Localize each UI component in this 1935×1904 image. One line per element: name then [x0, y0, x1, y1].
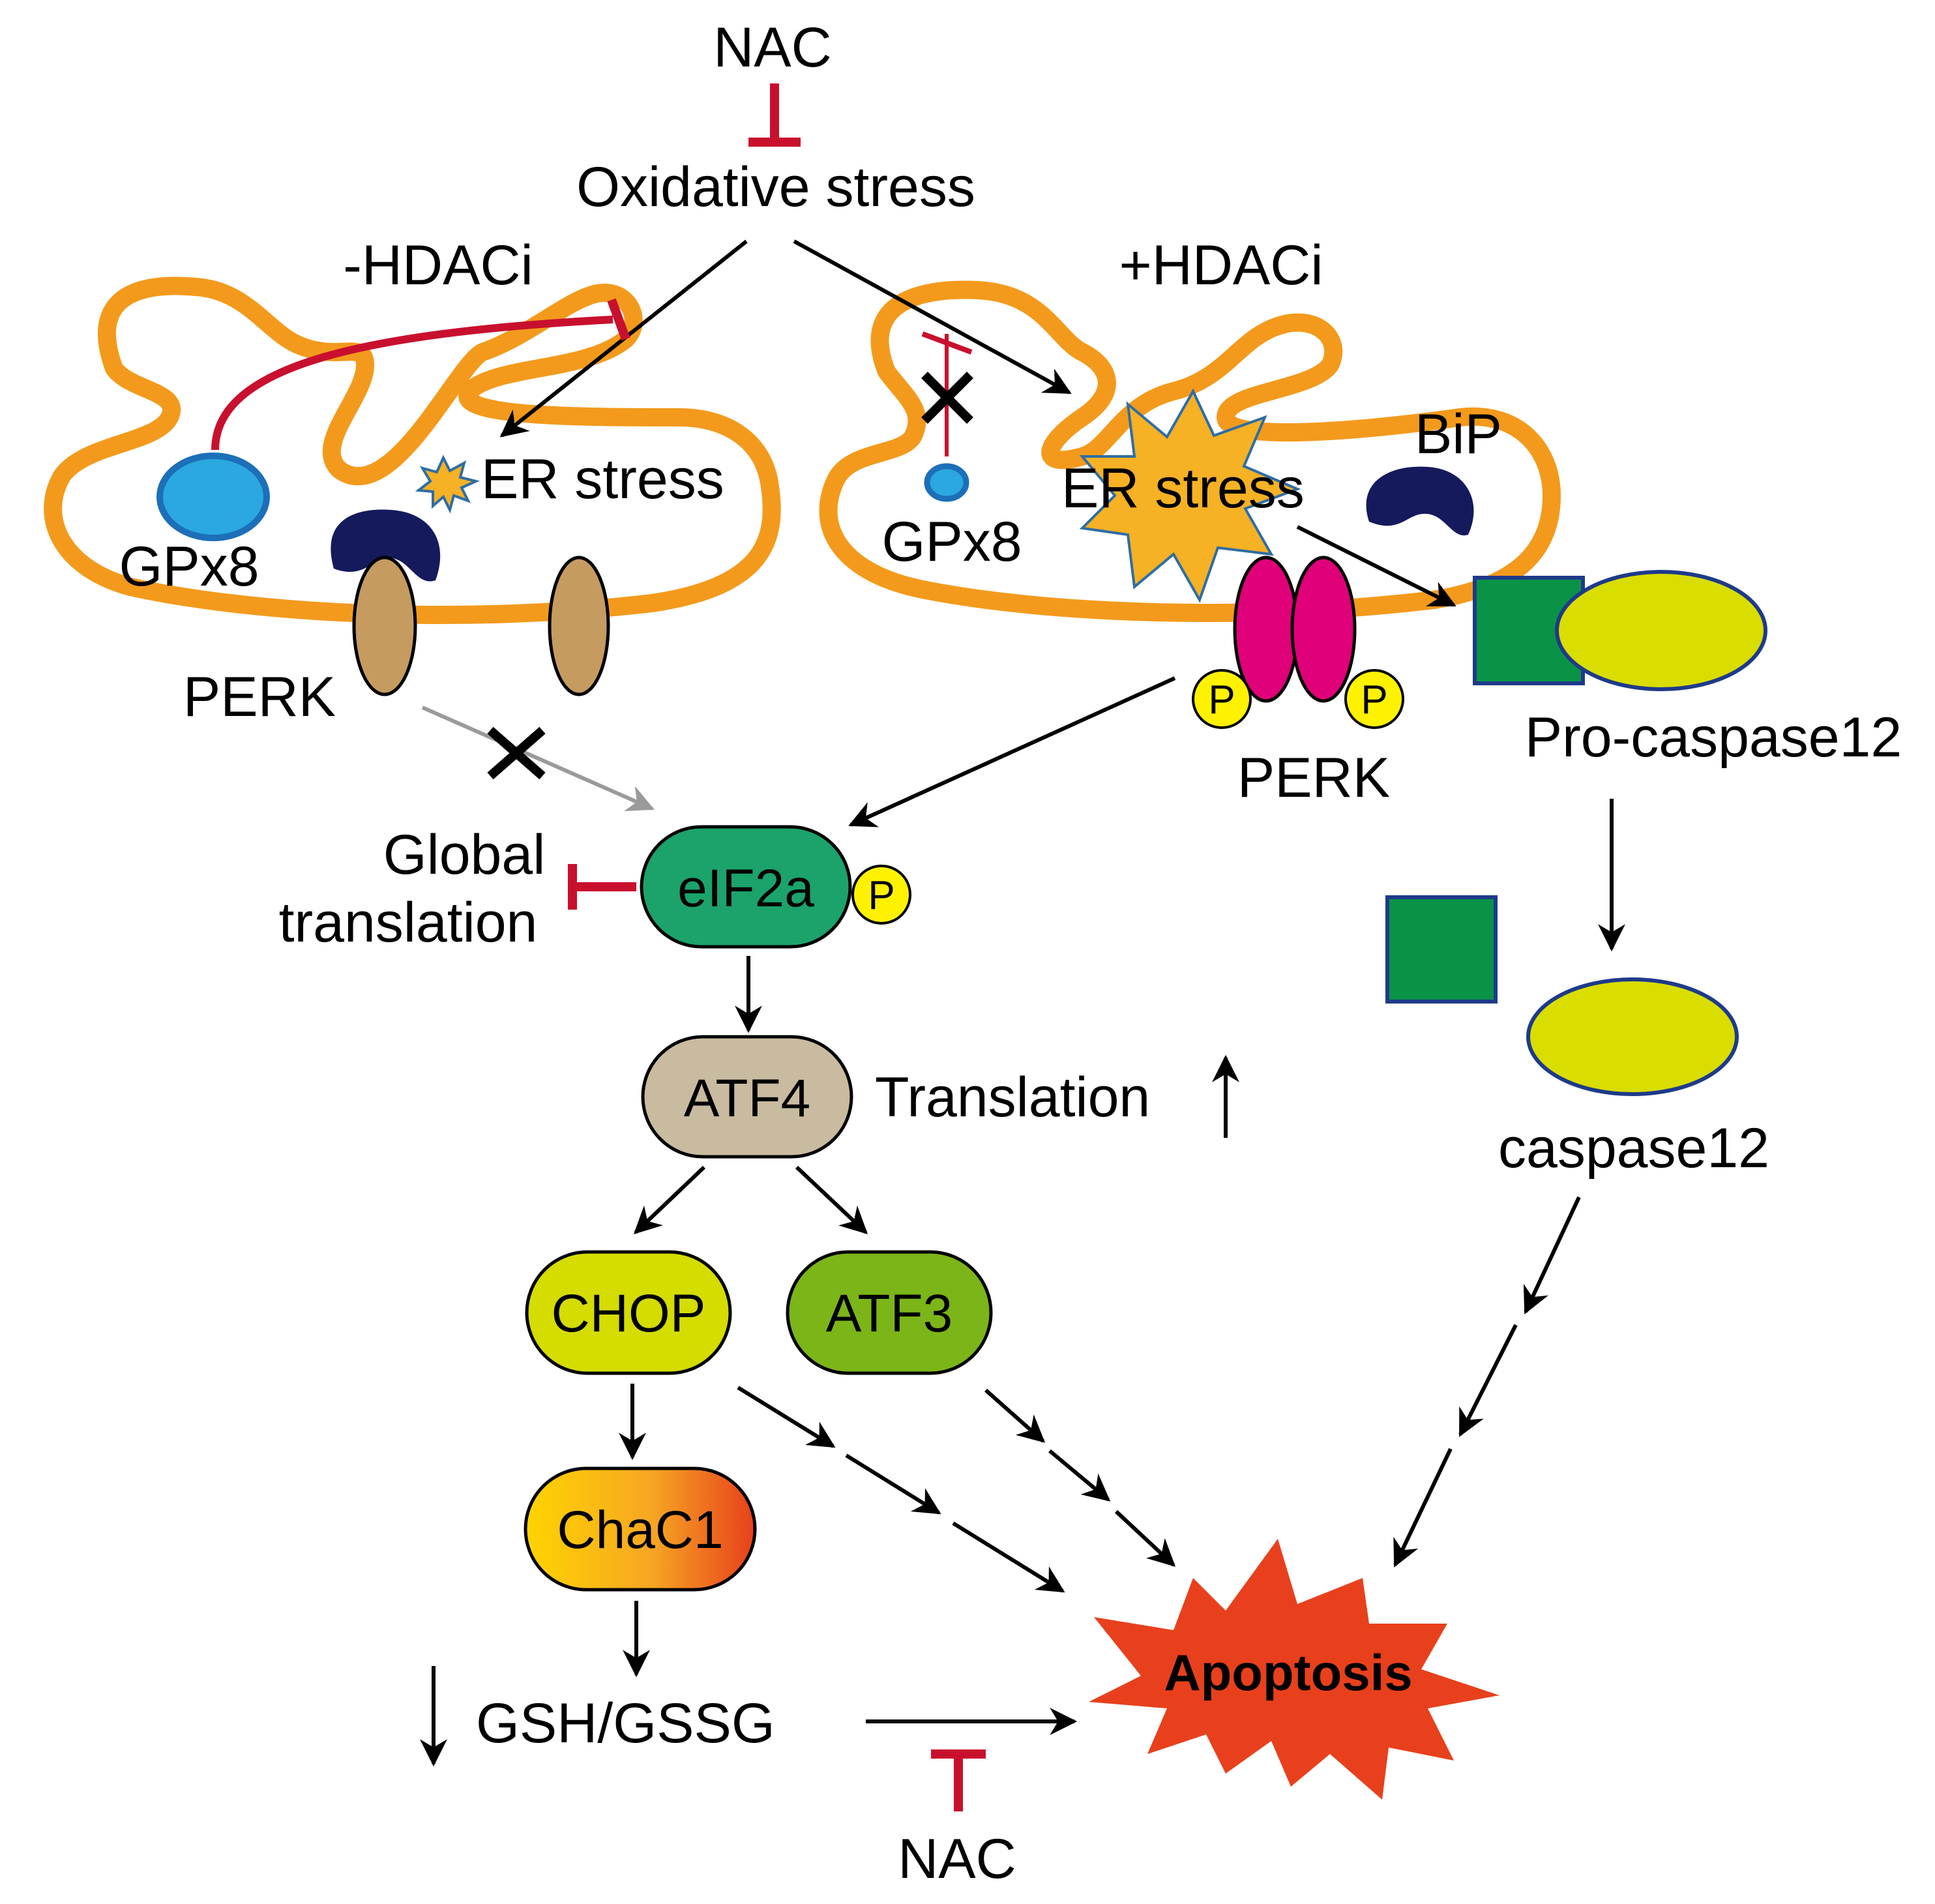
- chop-to-apoptosis-arrows: [737, 1386, 1065, 1593]
- atf4-node: [641, 1035, 853, 1159]
- block-cross-left: [487, 726, 546, 780]
- apoptosis-label: Apoptosis: [1164, 1644, 1412, 1701]
- chac1-label: ChaC1: [557, 1500, 723, 1560]
- caspase-fragment-square: [1385, 895, 1498, 1004]
- chop-label: CHOP: [552, 1284, 706, 1343]
- procaspase12-label: Pro-caspase12: [1525, 706, 1902, 769]
- nac-top-label: NAC: [713, 16, 832, 79]
- perk-right-phospho-2: P: [1344, 669, 1404, 729]
- gpx8-left-shape: [156, 453, 270, 541]
- arrow-atf4-to-atf3: [795, 1165, 868, 1234]
- perk-right-label: PERK: [1237, 747, 1390, 809]
- atf3-to-apoptosis-arrows: [984, 1388, 1176, 1567]
- perk-right-2: [1290, 556, 1357, 703]
- nac-bottom-label: NAC: [898, 1828, 1016, 1890]
- arrow-perk-left-blocked: [421, 706, 655, 811]
- chac1-node: [524, 1466, 757, 1592]
- gpx8-right-label: GPx8: [881, 511, 1022, 573]
- er-stress-star-right: [1079, 388, 1301, 603]
- translation-label: Translation: [875, 1066, 1150, 1129]
- caspase12-to-apoptosis-arrows: [1393, 1196, 1581, 1568]
- caspase12-label: caspase12: [1498, 1117, 1769, 1180]
- arrow-atf4-to-chop: [633, 1165, 706, 1234]
- bip-label: BiP: [1415, 403, 1502, 466]
- arrow-perk-right-to-eif2a: [848, 676, 1176, 827]
- perk-left-1: [352, 556, 417, 696]
- perk-left-2: [548, 556, 610, 696]
- chop-node: [525, 1250, 732, 1375]
- arrow-er-stress-to-procaspase: [1296, 525, 1456, 607]
- atf4-label: ATF4: [684, 1069, 810, 1128]
- global-translation-line2: translation: [279, 891, 538, 954]
- eif2a-label: eIF2a: [677, 859, 814, 918]
- global-translation-inhibition: [568, 864, 636, 910]
- arrow-ox-to-er-right: [793, 239, 1072, 394]
- eif2a-node: [640, 825, 852, 949]
- svg-text:P: P: [1361, 677, 1387, 722]
- global-translation-line1: Global: [383, 824, 546, 886]
- gpx8-inhibition-bar-left: [607, 298, 630, 341]
- minus-hdaci-label: -HDACi: [343, 234, 533, 297]
- gsh-gssg-label: GSH/GSSG: [476, 1692, 775, 1755]
- procaspase-ellipse: [1555, 570, 1767, 691]
- oxidative-stress-label: Oxidative stress: [576, 156, 975, 218]
- gpx8-inhibition-left: [211, 316, 613, 451]
- bip-right-shape: [1366, 466, 1474, 536]
- gpx8-inhibition-right-blocked: [921, 331, 973, 456]
- er-stress-star-left: [415, 454, 480, 514]
- bip-left-shape: [331, 509, 441, 582]
- atf3-node: [786, 1250, 993, 1375]
- gpx8-right-shape: [924, 463, 969, 502]
- caspase12-ellipse: [1526, 977, 1739, 1096]
- svg-text:P: P: [1208, 677, 1235, 722]
- nac-bottom-inhibition: [931, 1749, 986, 1811]
- gpx8-left-label: GPx8: [119, 535, 259, 598]
- eif2a-phospho: P: [851, 865, 911, 925]
- er-stress-left-label: ER stress: [481, 448, 724, 511]
- er-membrane-right: [819, 280, 1561, 622]
- er-membrane-left: [44, 276, 781, 625]
- svg-text:P: P: [868, 873, 894, 918]
- nac-top-inhibition: [748, 83, 801, 147]
- atf3-label: ATF3: [826, 1284, 953, 1343]
- perk-right-phospho-1: P: [1192, 669, 1252, 729]
- perk-left-label: PERK: [183, 666, 336, 728]
- er-stress-right-label: ER stress: [1061, 457, 1305, 520]
- apoptosis-star: [1089, 1539, 1499, 1800]
- plus-hdaci-label: +HDACi: [1119, 234, 1323, 297]
